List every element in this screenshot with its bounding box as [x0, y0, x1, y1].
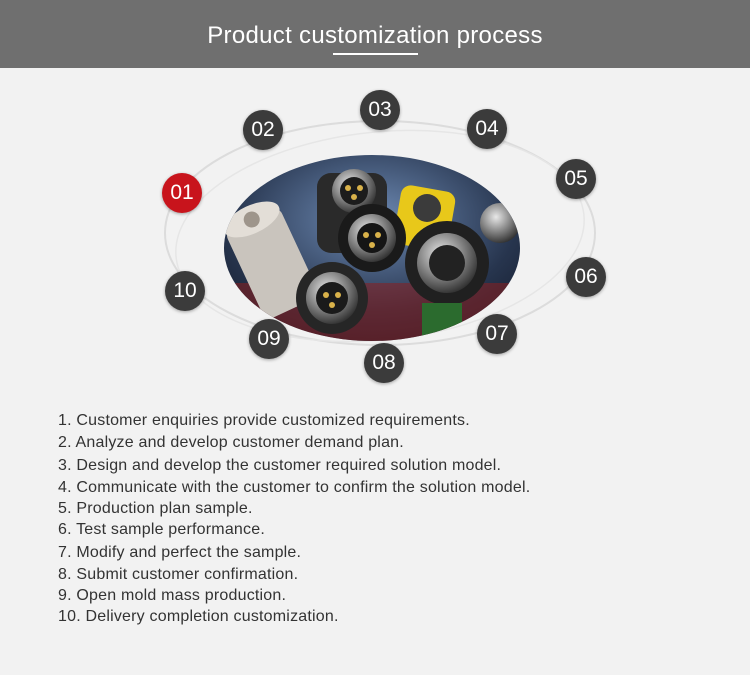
- process-step: 3. Design and develop the customer requi…: [58, 457, 502, 474]
- process-step: 9. Open mold mass production.: [58, 587, 287, 604]
- step-badge-09[interactable]: 09: [249, 319, 289, 359]
- step-badge-02[interactable]: 02: [243, 110, 283, 150]
- process-step: 10. Delivery completion customization.: [58, 608, 339, 625]
- title-underline: [333, 53, 418, 55]
- process-diagram: 01 02 03 04 05 06 07 08 09 10: [0, 68, 750, 388]
- process-step: 8. Submit customer confirmation.: [58, 566, 299, 583]
- step-badge-06[interactable]: 06: [566, 257, 606, 297]
- step-badge-07[interactable]: 07: [477, 314, 517, 354]
- step-badge-04[interactable]: 04: [467, 109, 507, 149]
- process-step: 4. Communicate with the customer to conf…: [58, 479, 531, 496]
- process-step: 1. Customer enquiries provide customized…: [58, 412, 470, 429]
- process-step-list: 1. Customer enquiries provide customized…: [58, 410, 530, 628]
- header-bar: Product customization process: [0, 0, 750, 68]
- process-step: 7. Modify and perfect the sample.: [58, 544, 302, 561]
- process-step: 6. Test sample performance.: [58, 521, 265, 538]
- process-step: 5. Production plan sample.: [58, 500, 253, 517]
- page-title: Product customization process: [207, 22, 543, 49]
- step-badge-08[interactable]: 08: [364, 343, 404, 383]
- step-badge-10[interactable]: 10: [165, 271, 205, 311]
- process-step: 2. Analyze and develop customer demand p…: [58, 434, 404, 451]
- step-badge-01[interactable]: 01: [162, 173, 202, 213]
- connectors-photo: [224, 155, 520, 341]
- step-badge-05[interactable]: 05: [556, 159, 596, 199]
- step-badge-03[interactable]: 03: [360, 90, 400, 130]
